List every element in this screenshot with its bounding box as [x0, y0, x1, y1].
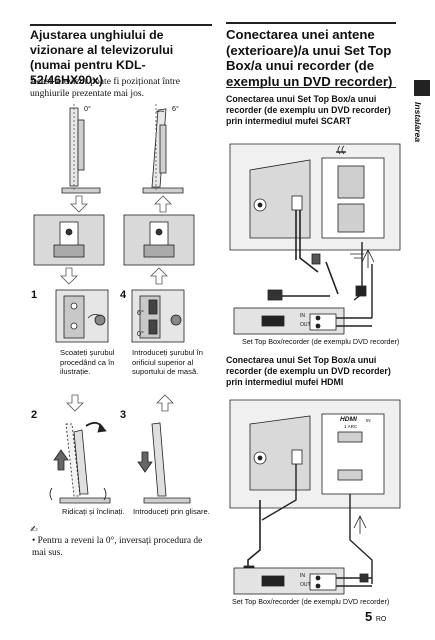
- tv-slide-step3: [137, 422, 191, 504]
- scart-subheading: Conectarea unui Set Top Box/a unui recor…: [226, 94, 391, 126]
- note-text: • Pentru a reveni la 0°, inversați proce…: [32, 536, 203, 558]
- down-arrows-row1: [70, 195, 172, 213]
- hdmi-subheading: Conectarea unui Set Top Box/a unui recor…: [226, 355, 391, 387]
- hdmi-in-label: IN: [300, 573, 305, 579]
- step-1-caption: Scoateți șurubul procedând ca în ilustra…: [60, 348, 115, 376]
- right-heading-rule: [226, 87, 396, 88]
- step-1-number: 1: [31, 289, 38, 301]
- left-top-rule: [30, 24, 212, 26]
- page-number: 5 RO: [365, 609, 387, 624]
- scart-diagram: [229, 143, 401, 335]
- down-arrows-row2: [60, 267, 168, 285]
- tv-lift-step2: [49, 421, 111, 504]
- left-heading: Ajustarea unghiului de vizionare al tele…: [30, 28, 174, 87]
- step-3-caption: Introduceți prin glisare.: [133, 507, 210, 516]
- step-4-number: 4: [120, 289, 127, 301]
- tv-profile-6deg: [142, 104, 184, 194]
- angle-0-label: 0°: [84, 104, 91, 113]
- hdmi-port-in: IN: [366, 418, 371, 423]
- scart-caption: Set Top Box/recorder (de exemplu DVD rec…: [242, 337, 400, 346]
- section-tab-marker: [414, 80, 430, 96]
- intro-text: Acest televizor poate fi poziționat într…: [30, 76, 180, 99]
- note-icon: ✍: [30, 524, 38, 534]
- detail-angle-0-label: 0°: [137, 329, 144, 338]
- hdmi-out-label: OUT: [300, 582, 311, 588]
- hdmi-port-label: HDMI: [340, 416, 357, 423]
- right-heading: Conectarea unei antene (exterioare)/a un…: [226, 27, 393, 89]
- angle-6-label: 6°: [172, 104, 179, 113]
- right-top-rule: [226, 22, 396, 24]
- detail-angle-6-label: 6°: [137, 308, 144, 317]
- tv-profile-0deg: [61, 104, 101, 194]
- scart-out-label: OUT: [300, 322, 311, 328]
- step-4-caption: Introduceți șurubul în orificiul superio…: [132, 348, 203, 376]
- screw-detail-step4: [131, 289, 185, 343]
- hdmi-caption: Set Top Box/recorder (de exemplu DVD rec…: [232, 597, 390, 606]
- step-2-caption: Ridicați și înclinați.: [62, 507, 125, 516]
- hdmi-diagram: [229, 399, 401, 595]
- arrows-between-steps: [66, 394, 174, 412]
- stand-closeup-right: [123, 214, 195, 266]
- hdmi-arc-label: 1 ARC: [344, 424, 358, 429]
- scart-in-label: IN: [300, 313, 305, 319]
- step-3-number: 3: [120, 409, 127, 421]
- step-2-number: 2: [31, 409, 38, 421]
- screw-detail-step1: [55, 289, 109, 343]
- stand-closeup-left: [33, 214, 105, 266]
